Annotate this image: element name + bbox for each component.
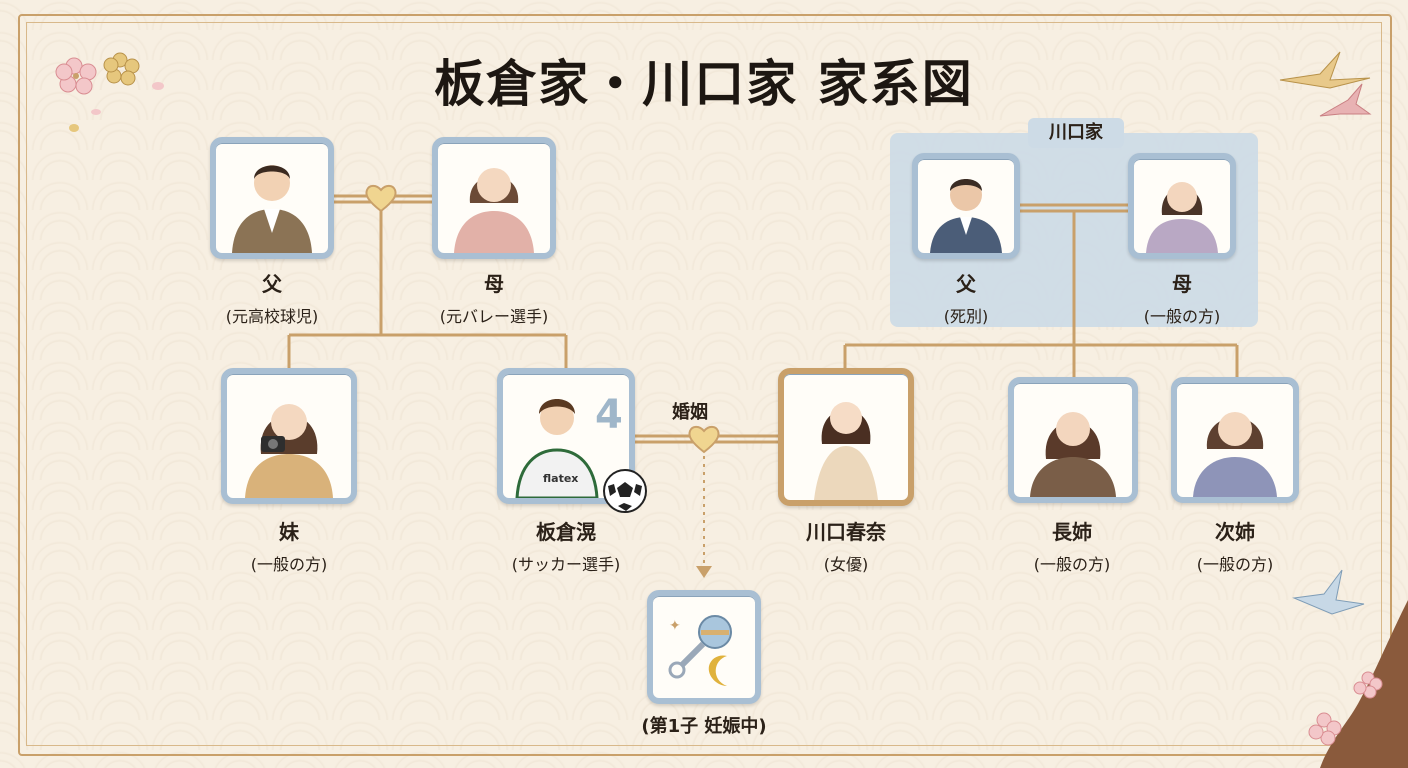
eldest-sister-desc: (一般の方) xyxy=(1033,555,1111,574)
kawaguchi-haruna-portrait xyxy=(778,368,914,506)
itakura-ko-desc: (サッカー選手) xyxy=(511,555,621,574)
kawaguchi-mother-name: 母 xyxy=(1172,272,1192,296)
outer-frame xyxy=(18,14,1392,756)
sakura-flowers-icon xyxy=(55,52,164,132)
svg-text:✦: ✦ xyxy=(669,618,681,634)
itakura-father-name: 父 xyxy=(262,272,282,296)
kawaguchi-father-name: 父 xyxy=(956,272,976,296)
kawaguchi-father-label: 父 (死別) xyxy=(866,268,1066,327)
kawaguchi-mother-desc: (一般の方) xyxy=(1143,307,1221,326)
itakura-mother-label: 母 (元バレー選手) xyxy=(394,268,594,327)
marriage-heart-icon xyxy=(688,425,720,454)
child-portrait: ✦ xyxy=(647,590,761,704)
branch-and-crane-icon xyxy=(1292,569,1408,768)
itakura-ko-name: 板倉滉 xyxy=(536,520,596,544)
itakura-mother-name: 母 xyxy=(484,272,504,296)
kawaguchi-father-desc: (死別) xyxy=(943,307,989,326)
jersey-number: 4 xyxy=(595,392,623,438)
heart-icon xyxy=(365,184,397,213)
itakura-father-desc: (元高校球児) xyxy=(225,307,319,326)
itakura-father-label: 父 (元高校球児) xyxy=(172,268,372,327)
itakura-mother-portrait xyxy=(432,137,556,259)
child-label: (第1子 妊娠中) xyxy=(604,712,804,738)
kawaguchi-father-portrait xyxy=(912,153,1020,259)
soccer-ball-icon xyxy=(603,469,647,513)
itakura-ko-portrait: flatex 4 xyxy=(497,368,635,504)
marriage-label: 婚姻 xyxy=(672,402,708,423)
kawaguchi-family-label: 川口家 xyxy=(1028,118,1124,148)
second-sister-portrait xyxy=(1171,377,1299,503)
paper-crane-icon xyxy=(1279,51,1372,117)
inner-frame xyxy=(26,22,1382,746)
baby-rattle-icon: ✦ xyxy=(668,615,732,686)
itakura-mother-desc: (元バレー選手) xyxy=(439,307,549,326)
second-sister-desc: (一般の方) xyxy=(1196,555,1274,574)
second-sister-label: 次姉 (一般の方) xyxy=(1135,516,1335,575)
itakura-father-portrait xyxy=(210,137,334,259)
kawaguchi-mother-label: 母 (一般の方) xyxy=(1082,268,1282,327)
kawaguchi-haruna-label: 川口春奈 (女優) xyxy=(746,516,946,575)
kawaguchi-mother-portrait xyxy=(1128,153,1236,259)
eldest-sister-portrait xyxy=(1008,377,1138,503)
sister-name: 妹 xyxy=(279,520,299,544)
sister-portrait xyxy=(221,368,357,504)
kawaguchi-haruna-desc: (女優) xyxy=(823,555,869,574)
itakura-ko-label: 板倉滉 (サッカー選手) xyxy=(466,516,666,575)
page-title: 板倉家・川口家 家系図 xyxy=(434,55,974,113)
sister-desc: (一般の方) xyxy=(250,555,328,574)
eldest-sister-name: 長姉 xyxy=(1052,520,1092,544)
child-desc: (第1子 妊娠中) xyxy=(641,716,767,737)
sister-label: 妹 (一般の方) xyxy=(189,516,389,575)
eldest-sister-label: 長姉 (一般の方) xyxy=(972,516,1172,575)
shirt-text: flatex xyxy=(543,472,578,485)
second-sister-name: 次姉 xyxy=(1215,520,1255,544)
kawaguchi-haruna-name: 川口春奈 xyxy=(806,520,886,544)
